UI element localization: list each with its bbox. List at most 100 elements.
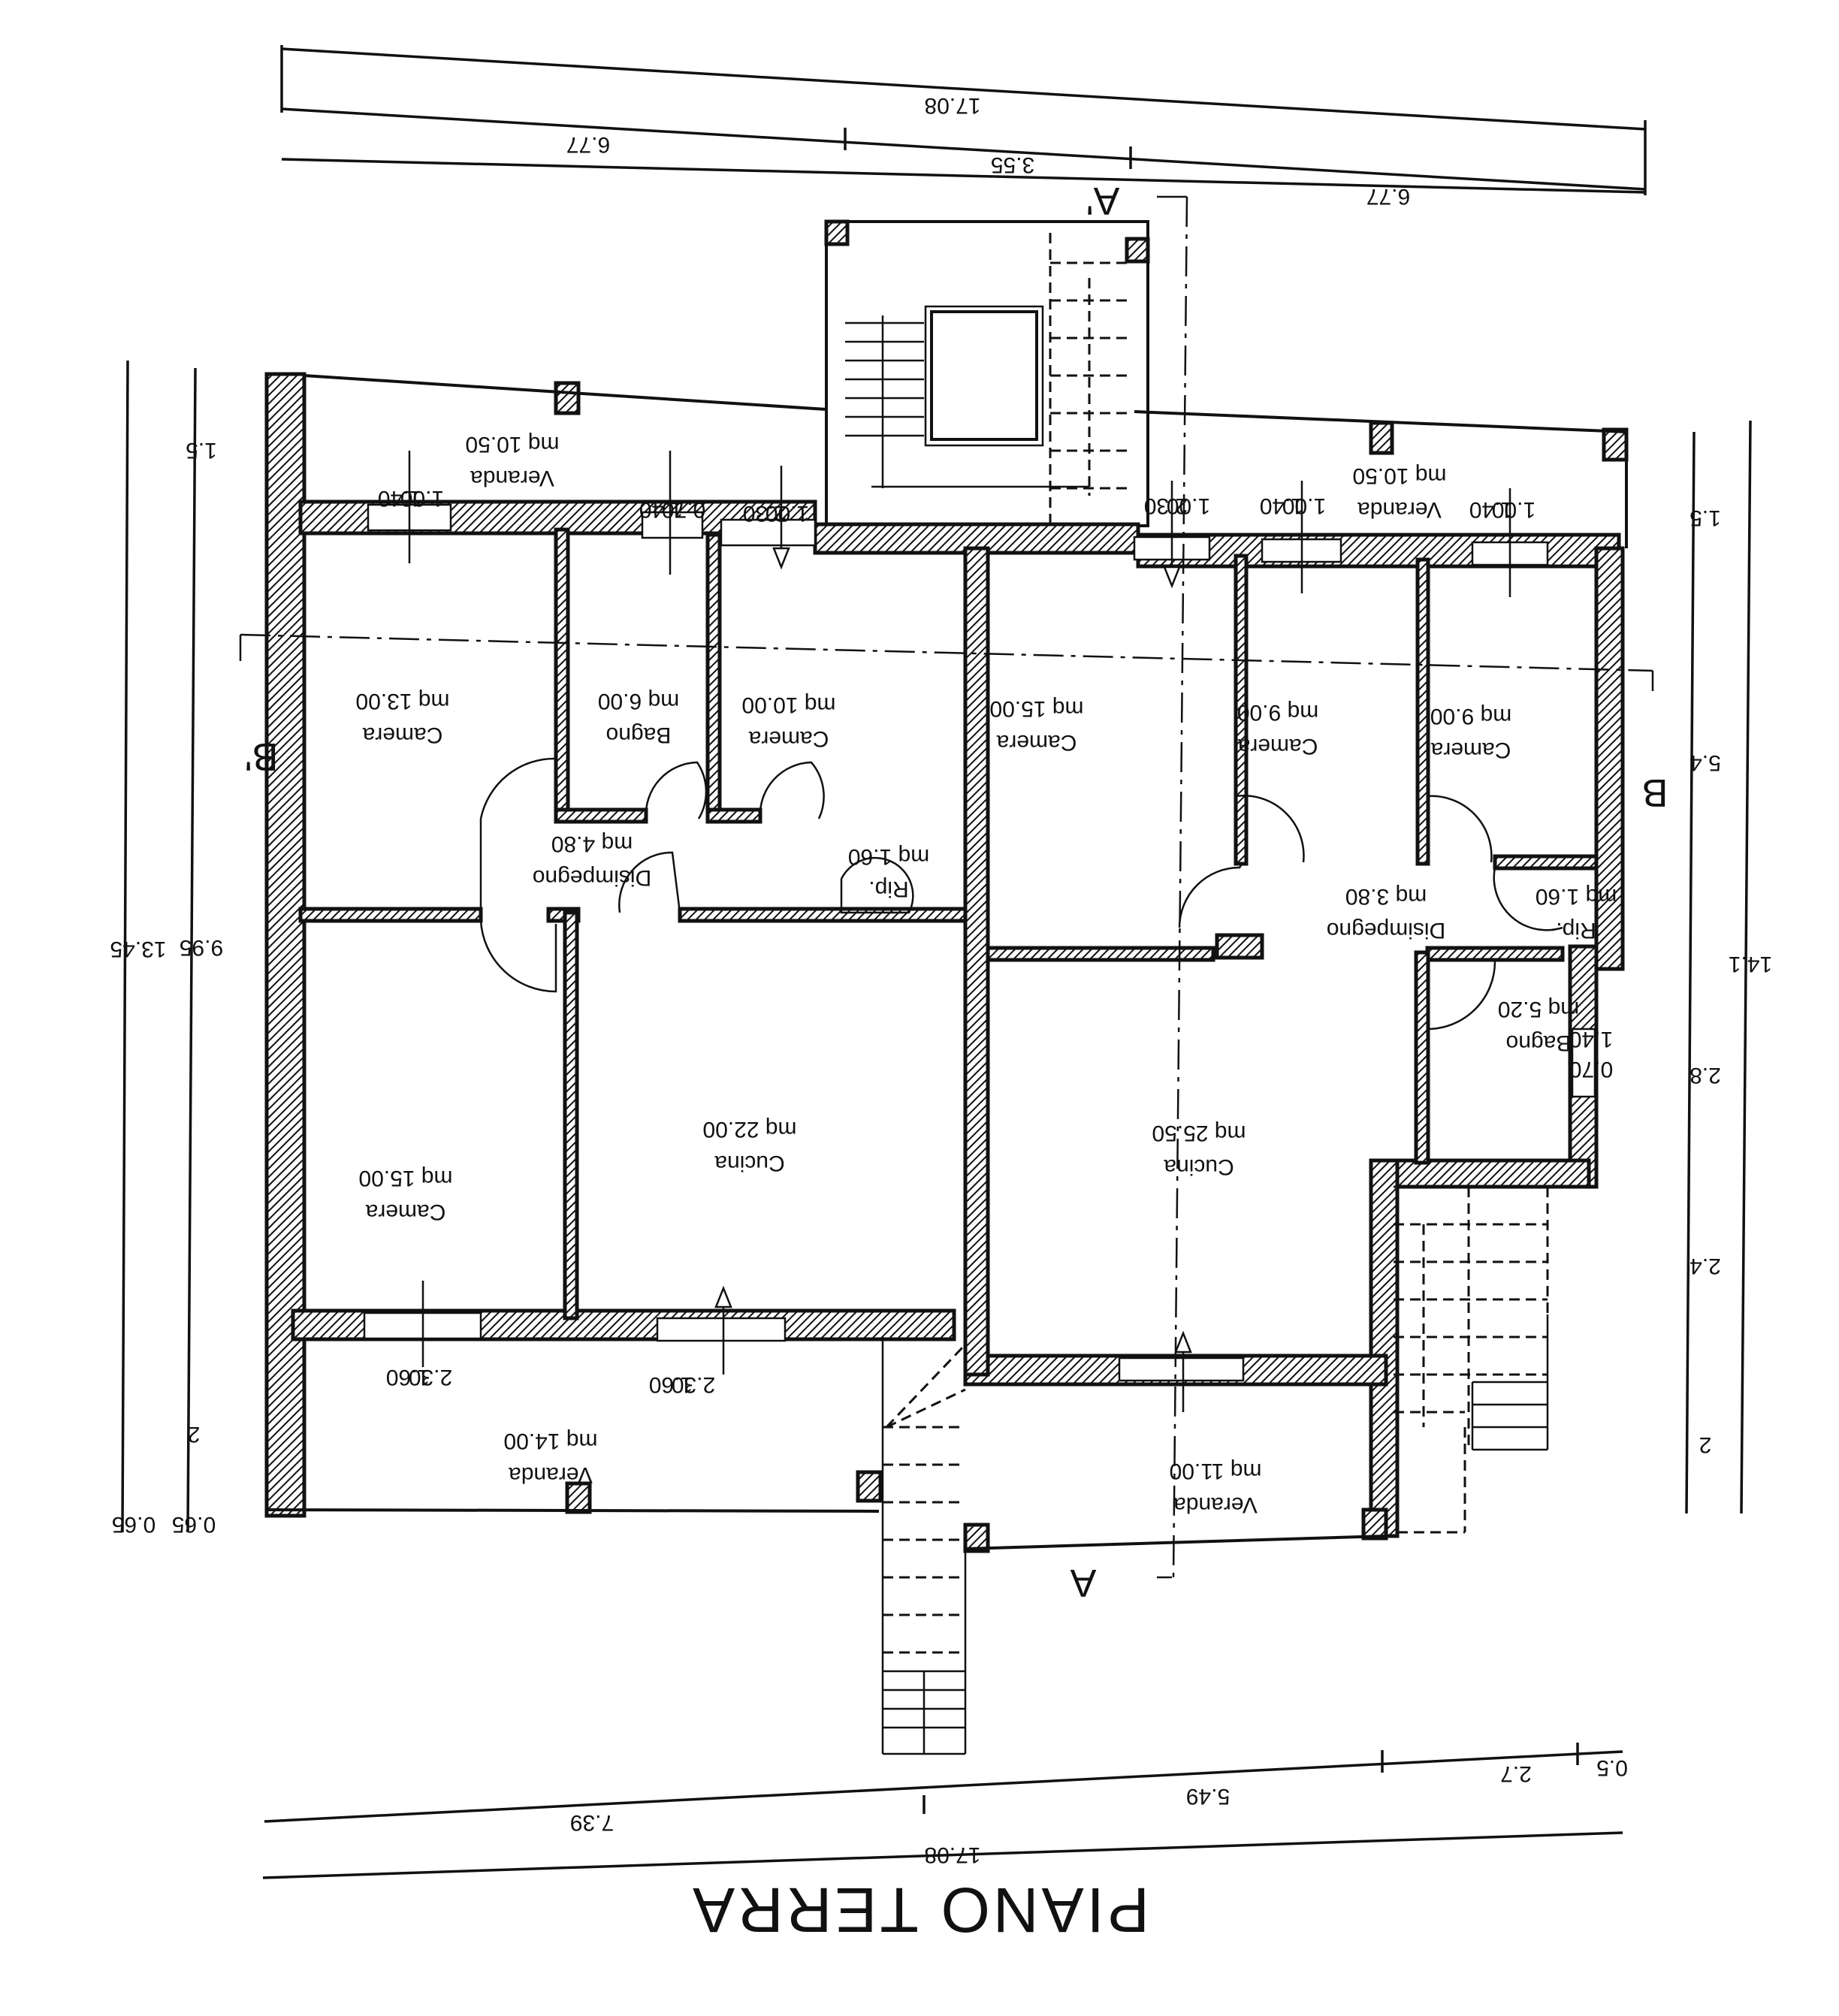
room-veranda-upper-right: Veranda mq 10.50: [1352, 463, 1446, 522]
dim-left-2: 9.95: [180, 935, 223, 960]
svg-text:Camera: Camera: [996, 730, 1077, 755]
room-bagno-5-20: Bagno mq 5.20: [1498, 997, 1579, 1055]
dim-right-2: 5.4: [1690, 750, 1721, 775]
windows: [363, 503, 1596, 1382]
dim-left-5: 0.65: [112, 1512, 156, 1537]
dimension-lines: [121, 45, 1752, 1879]
dim-bottom-4: 0.5: [1596, 1755, 1628, 1780]
svg-text:1.60: 1.60: [386, 1365, 430, 1390]
svg-text:2.30: 2.30: [743, 501, 787, 526]
doors: [479, 757, 1563, 1031]
svg-text:Veranda: Veranda: [1357, 497, 1442, 522]
opening-label-1: 1.00 1.40: [378, 486, 444, 511]
svg-text:Cucina: Cucina: [714, 1151, 785, 1175]
svg-text:2.30: 2.30: [1144, 493, 1188, 518]
svg-text:mq 5.20: mq 5.20: [1498, 997, 1579, 1022]
room-camera-13: Camera mq 13.00: [355, 689, 449, 747]
svg-text:1.00: 1.00: [1282, 493, 1326, 518]
dim-right-3: 2.8: [1690, 1063, 1721, 1088]
svg-text:mq 15.00: mq 15.00: [989, 696, 1083, 721]
section-label-a-prime: A': [1086, 179, 1120, 222]
svg-text:mq 22.00: mq 22.00: [702, 1117, 796, 1142]
svg-text:Veranda: Veranda: [509, 1462, 593, 1487]
room-cucina-22: Cucina mq 22.00: [702, 1117, 796, 1175]
opening-label-8: 1.60 2.30: [386, 1365, 452, 1390]
stair-upper: [824, 219, 1150, 527]
dim-top-3: 6.77: [1366, 184, 1410, 209]
dim-left-4: 0.65: [172, 1512, 216, 1537]
dim-right-5: 2: [1699, 1432, 1712, 1457]
svg-text:Camera: Camera: [365, 1200, 445, 1224]
svg-text:Camera: Camera: [362, 723, 442, 747]
room-bagno-6: Bagno mq 6.00: [598, 689, 679, 747]
dim-left-outer: 13.45: [110, 937, 166, 961]
dim-top-total: 17.08: [924, 93, 980, 118]
svg-text:mq 9.00: mq 9.00: [1237, 700, 1318, 725]
svg-text:1.40: 1.40: [378, 486, 421, 511]
room-camera-9-b: Camera mq 9.00: [1430, 704, 1511, 762]
svg-text:1.60: 1.60: [649, 1372, 693, 1397]
svg-text:Bagno: Bagno: [1506, 1031, 1572, 1055]
svg-text:Bagno: Bagno: [606, 723, 672, 747]
opening-label-5: 1.00 1.40: [1260, 493, 1326, 518]
dim-right-4: 2.4: [1690, 1254, 1721, 1278]
dim-bottom-total: 17.08: [924, 1842, 980, 1867]
opening-markers: [408, 451, 1511, 1412]
svg-text:1.00: 1.00: [765, 501, 809, 526]
opening-label-9: 1.60 2.30: [649, 1372, 715, 1397]
svg-text:Rip.: Rip.: [1556, 918, 1596, 943]
room-camera-15-upper: Camera mq 15.00: [989, 696, 1083, 755]
opening-label-4: 1.00 2.30: [1144, 493, 1210, 518]
dim-left-3: 2: [188, 1422, 201, 1447]
svg-text:Camera: Camera: [748, 726, 829, 751]
svg-text:Camera: Camera: [1430, 738, 1511, 762]
svg-text:Veranda: Veranda: [470, 466, 554, 490]
svg-text:mq 10.50: mq 10.50: [465, 432, 559, 457]
svg-text:0.70: 0.70: [662, 497, 705, 522]
svg-text:Camera: Camera: [1237, 734, 1318, 759]
opening-label-3: 1.00 2.30: [743, 501, 809, 526]
room-cucina-25-50: Cucina mq 25.50: [1152, 1121, 1246, 1179]
svg-text:1.40: 1.40: [1260, 493, 1303, 518]
drawing-title: PIANO TERRA: [690, 1875, 1149, 1945]
svg-text:mq 1.60: mq 1.60: [848, 844, 929, 869]
dim-bottom-3: 2.7: [1500, 1761, 1532, 1786]
section-lines: [239, 195, 1654, 1579]
room-veranda-upper-left: Veranda mq 10.50: [465, 432, 559, 490]
svg-text:Veranda: Veranda: [1173, 1492, 1258, 1517]
opening-label-6: 1.00 1.40: [1469, 497, 1536, 522]
svg-text:1.40: 1.40: [639, 497, 683, 522]
room-disimpegno-4-80: Disimpegno mq 4.80: [533, 831, 651, 890]
opening-label-2: 0.70 1.40: [639, 497, 705, 522]
svg-text:mq 9.00: mq 9.00: [1430, 704, 1511, 729]
room-rip-1-60-right: Rip. mq 1.60: [1536, 884, 1617, 943]
room-disimpegno-3-80: Disimpegno mq 3.80: [1327, 884, 1445, 943]
svg-text:mq 14.00: mq 14.00: [503, 1429, 597, 1453]
svg-text:mq 4.80: mq 4.80: [551, 831, 633, 856]
svg-text:mq 6.00: mq 6.00: [598, 689, 679, 714]
svg-text:mq 3.80: mq 3.80: [1345, 884, 1427, 909]
room-rip-1-60-left: Rip. mq 1.60: [848, 844, 929, 901]
opening-label-7: 0.70 1.40: [1569, 1027, 1613, 1082]
dim-right-outer: 14.1: [1729, 952, 1772, 976]
dim-left-1: 1.5: [186, 438, 217, 463]
svg-text:0.70: 0.70: [1569, 1057, 1613, 1082]
dim-top-1: 6.77: [566, 132, 610, 157]
svg-text:Disimpegno: Disimpegno: [533, 865, 651, 890]
dim-top-2: 3.55: [991, 152, 1034, 177]
dim-bottom-1: 7.39: [570, 1810, 614, 1835]
svg-text:Rip.: Rip.: [868, 877, 908, 901]
svg-text:1.00: 1.00: [1167, 493, 1210, 518]
svg-text:mq 10.50: mq 10.50: [1352, 463, 1446, 488]
svg-text:mq 11.00: mq 11.00: [1170, 1459, 1262, 1483]
svg-text:mq 10.00: mq 10.00: [741, 693, 835, 717]
section-label-a: A: [1070, 1561, 1096, 1604]
room-veranda-14: Veranda mq 14.00: [503, 1429, 597, 1487]
svg-text:1.40: 1.40: [1569, 1027, 1613, 1052]
walls: [264, 372, 1629, 1553]
dim-bottom-2: 5.49: [1186, 1784, 1230, 1809]
svg-text:mq 13.00: mq 13.00: [355, 689, 449, 714]
dim-right-1: 1.5: [1690, 506, 1721, 530]
svg-text:1.00: 1.00: [1492, 497, 1536, 522]
svg-text:mq 1.60: mq 1.60: [1536, 884, 1617, 909]
